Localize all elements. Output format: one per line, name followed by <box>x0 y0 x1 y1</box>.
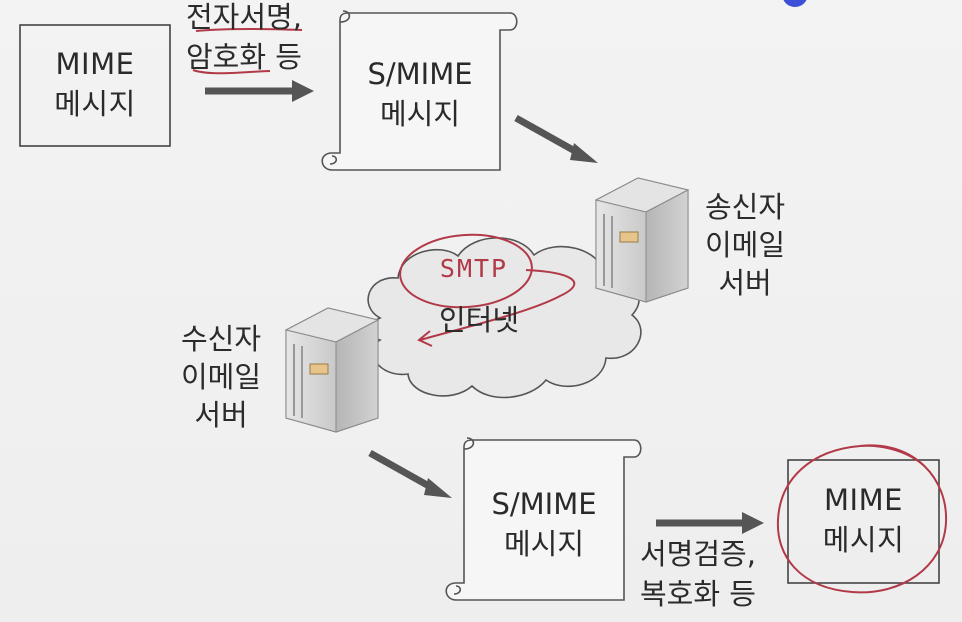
bottom-right-mime-box <box>787 459 940 584</box>
top-left-mime-box <box>19 24 171 147</box>
verify-decrypt-line2: 복호화 등 <box>640 577 756 611</box>
arrow-verify-decrypt <box>656 512 764 534</box>
top-left-mime-line1: MIME <box>55 47 135 81</box>
sender-label-line2: 이메일 <box>704 228 786 262</box>
verify-decrypt-label: 서명검증, 복호화 등 <box>640 534 786 614</box>
sender-server-icon <box>594 177 690 303</box>
bottom-right-mime-line2: 메시지 <box>822 523 905 557</box>
sign-encrypt-line2: 암호화 등 <box>186 40 302 74</box>
internet-label: 인터넷 <box>438 303 520 337</box>
smtp-annotation-text: SMTP <box>439 254 509 283</box>
smtp-red-annotation <box>399 233 576 347</box>
bottom-scroll-line1: S/MIME <box>491 487 597 521</box>
receiver-label-line1: 수신자 <box>180 322 262 356</box>
bottom-scroll-line2: 메시지 <box>503 527 585 561</box>
indicator-dot <box>783 0 807 7</box>
sign-encrypt-line1: 전자서명, <box>186 0 302 34</box>
top-smime-scroll <box>321 10 518 171</box>
receiver-label-line3: 서버 <box>194 398 248 432</box>
red-underline-annotation <box>192 28 303 75</box>
result-red-annotation <box>776 444 948 594</box>
sender-label-line3: 서버 <box>718 266 772 300</box>
receiver-server-icon <box>284 307 380 433</box>
top-scroll-line1: S/MIME <box>367 57 473 91</box>
bottom-smime-scroll <box>445 437 642 601</box>
sign-encrypt-label: 전자서명, 암호화 등 <box>186 0 322 77</box>
arrow-sign-encrypt <box>205 80 314 102</box>
bottom-right-mime-line1: MIME <box>824 483 903 517</box>
verify-decrypt-line1: 서명검증, <box>640 537 756 571</box>
bottom-scroll-text: S/MIME 메시지 <box>464 484 624 564</box>
top-scroll-text: S/MIME 메시지 <box>340 54 500 134</box>
sender-server-label: 송신자 이메일 서버 <box>690 188 800 302</box>
top-left-mime-line2: 메시지 <box>54 87 136 121</box>
receiver-server-label: 수신자 이메일 서버 <box>166 320 276 434</box>
sender-label-line1: 송신자 <box>704 190 786 224</box>
top-scroll-line2: 메시지 <box>379 97 461 131</box>
bottom-right-mime-text: MIME 메시지 <box>788 480 939 560</box>
top-left-mime-text: MIME 메시지 <box>20 44 170 124</box>
arrow-to-sender-server <box>514 114 598 163</box>
arrow-to-bottom-scroll <box>368 449 452 498</box>
receiver-label-line2: 이메일 <box>180 360 262 394</box>
